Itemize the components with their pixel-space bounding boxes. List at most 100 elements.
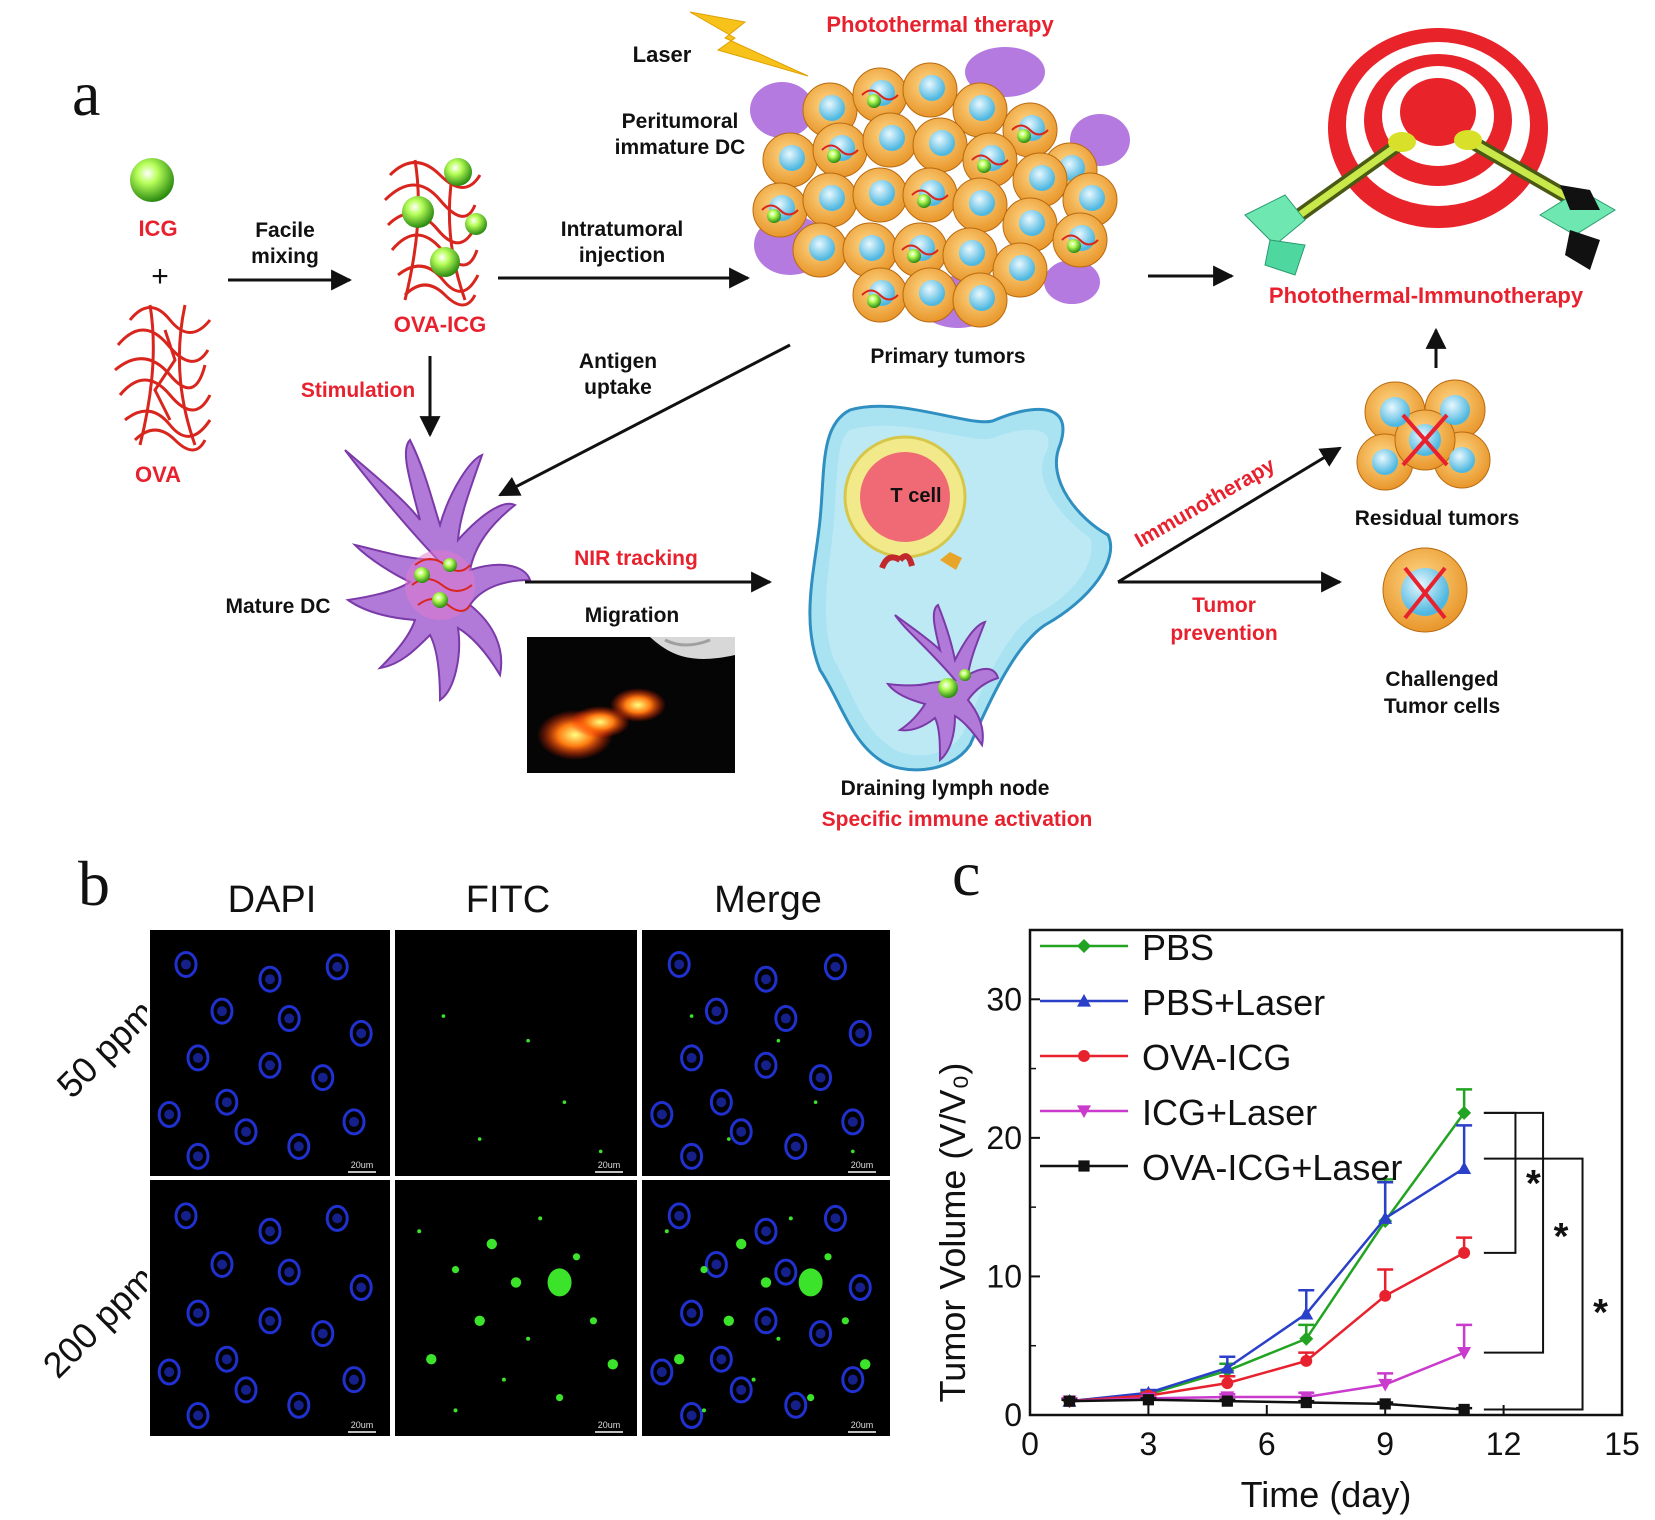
column-header-fitc: FITC [466, 879, 550, 921]
dapi-nucleus-core [317, 1072, 328, 1083]
challenged-label-line2: Tumor cells [1384, 695, 1500, 718]
dapi-nucleus-core [761, 974, 771, 985]
nir-tracking-label: NIR tracking [574, 547, 698, 570]
dapi-nucleus [325, 953, 349, 981]
photothermal-therapy-label: Photothermal therapy [826, 12, 1054, 37]
ova-icg-particle [767, 209, 781, 223]
panel-a-label: a [72, 58, 100, 129]
micrograph-fitc-row2 [395, 1180, 637, 1436]
tumor-cell-nucleus [819, 95, 845, 121]
dapi-nucleus [667, 950, 691, 978]
dapi-nucleus-core [815, 1072, 826, 1083]
data-point [1299, 1331, 1314, 1346]
t-cell-label: T cell [890, 485, 941, 507]
dapi-nucleus-core [686, 1151, 697, 1162]
fitc-signal [700, 1266, 708, 1274]
dapi-nucleus-core [293, 1400, 304, 1411]
dapi-nucleus-core [265, 974, 275, 985]
icg-molecule-icon [130, 158, 174, 202]
dapi-nucleus [680, 1402, 704, 1430]
dapi-nucleus-core [674, 1210, 685, 1221]
ova-strand [901, 244, 939, 256]
ova-strand [861, 289, 899, 301]
column-header-merge: Merge [714, 879, 822, 921]
ova-strand [1011, 124, 1049, 136]
significance-bracket [1483, 1111, 1545, 1354]
y-axis-label: Tumor Volume (V/V₀) [932, 1063, 973, 1403]
data-point [1300, 1396, 1312, 1409]
fitc-signal [727, 1137, 731, 1141]
data-point [1300, 1355, 1313, 1367]
dapi-nucleus [784, 1132, 808, 1160]
dapi-nucleus [342, 1108, 366, 1136]
series-OVA-ICG [1061, 1236, 1473, 1408]
tumor-cell-nucleus [859, 235, 885, 261]
x-tick-label: 15 [1604, 1426, 1640, 1462]
stimulation-label: Stimulation [301, 379, 415, 402]
dapi-nucleus-core [761, 1315, 771, 1326]
dapi-nucleus [215, 1088, 239, 1116]
scale-bar-label: 20um [851, 1420, 874, 1430]
fitc-signal [572, 1253, 581, 1261]
dapi-nucleus-core [686, 1410, 697, 1421]
dapi-nucleus-core [221, 1354, 232, 1365]
fitc-signal [598, 1149, 603, 1154]
ova-strand [821, 144, 859, 156]
ova-icg-complex-icon [383, 158, 487, 307]
tumor-cell-nucleus [1079, 185, 1105, 211]
fitc-signal [538, 1216, 543, 1221]
ova-icg-particle [827, 149, 841, 163]
data-point [1299, 1306, 1314, 1320]
dapi-nucleus [287, 1132, 311, 1160]
ova-strand [761, 204, 799, 216]
tumor-prevention-label-line2: prevention [1170, 622, 1277, 645]
panel-a: a ICG + OVA Facile mixing [72, 11, 1616, 831]
dapi-nucleus [754, 1051, 778, 1079]
fitc-signal [474, 1315, 485, 1327]
fitc-signal [760, 1277, 772, 1288]
tumor-cell-nucleus [919, 280, 945, 306]
dapi-nucleus [754, 965, 778, 993]
tumor-cell-nucleus [779, 145, 805, 171]
fitc-signal [689, 1014, 694, 1018]
dapi-nucleus [325, 1204, 349, 1232]
tumor-cell-nucleus [1029, 165, 1055, 191]
primary-tumor-cluster-icon [750, 47, 1130, 328]
dapi-nucleus [174, 950, 198, 978]
dapi-nucleus [277, 1005, 301, 1033]
tumor-cell-nucleus [879, 125, 905, 151]
dapi-nucleus [258, 1217, 282, 1245]
dapi-nucleus [258, 1051, 282, 1079]
fitc-signal [664, 1229, 669, 1234]
ova-label: OVA [135, 462, 181, 487]
tumor-cell-nucleus [1009, 255, 1035, 281]
fitc-signal [736, 1238, 747, 1250]
scale-bar-label: 20um [598, 1420, 621, 1430]
tumor-cell-nucleus [819, 185, 845, 211]
fitc-signal-cluster [798, 1268, 823, 1297]
significance-star: * [1593, 1292, 1608, 1334]
data-point [1458, 1403, 1470, 1416]
draining-lymph-node-label: Draining lymph node [841, 777, 1050, 800]
primary-tumors-label: Primary tumors [870, 345, 1025, 368]
series-line [1069, 1167, 1465, 1403]
legend-marker [1078, 1050, 1090, 1062]
ova-protein-icon [114, 304, 212, 452]
dapi-nucleus-core [332, 961, 343, 972]
data-point [1379, 1289, 1392, 1302]
fitc-signal [526, 1336, 531, 1341]
significance-bracket [1483, 1157, 1584, 1411]
dapi-nucleus-core [656, 1367, 667, 1377]
series-OVA-ICG+Laser [1061, 1394, 1473, 1416]
dapi-nucleus [287, 1391, 311, 1419]
ova-icg-label: OVA-ICG [394, 312, 486, 337]
dapi-nucleus [704, 1250, 728, 1278]
scale-bar-label: 20um [351, 1420, 374, 1430]
series-line [1069, 1251, 1465, 1403]
dapi-nucleus [210, 1250, 234, 1278]
dapi-nucleus-core [284, 1267, 295, 1278]
dapi-nucleus-core [711, 1259, 722, 1270]
data-point [1378, 1211, 1393, 1224]
ova-icg-particle [977, 159, 991, 173]
fitc-signal [723, 1315, 734, 1327]
